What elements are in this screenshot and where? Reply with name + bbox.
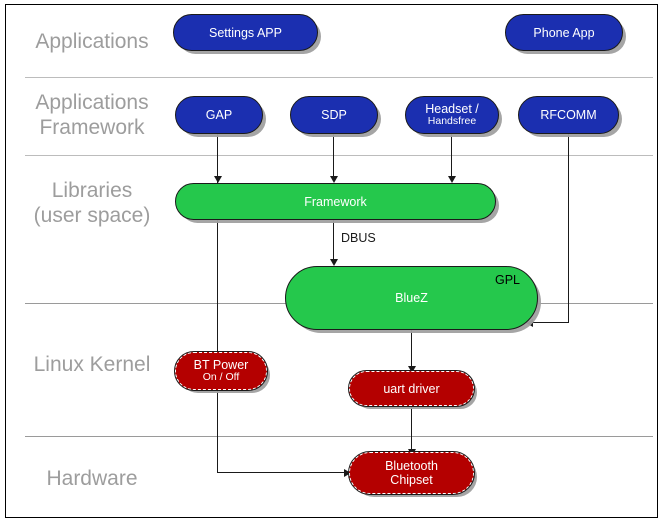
node-bluetooth-chipset-label-line2: Chipset (390, 473, 433, 487)
node-headset-handsfree[interactable]: Headset / Handsfree (405, 96, 499, 134)
layer-label-applications: Applications (35, 30, 149, 53)
node-gap[interactable]: GAP (175, 96, 263, 134)
node-rfcomm-label: RFCOMM (540, 108, 597, 122)
node-bt-power[interactable]: BT Power On / Off (174, 351, 268, 391)
edge-gap-framework-arrowhead (214, 176, 222, 183)
edge-rfcomm-bluez-arrowhead (526, 319, 533, 327)
node-bt-power-label-line1: BT Power (193, 358, 249, 373)
edge-gap-chipset-vertical (217, 134, 219, 473)
edge-uart-chipset-line (411, 406, 413, 451)
edge-framework-bluez-line (333, 219, 335, 260)
node-uart-driver-label: uart driver (383, 381, 440, 396)
node-bluetooth-chipset[interactable]: Bluetooth Chipset (348, 451, 475, 495)
node-sdp[interactable]: SDP (290, 96, 378, 134)
edge-rfcomm-bluez-vertical (568, 134, 570, 323)
edge-headset-framework-line (451, 134, 453, 177)
node-settings-app[interactable]: Settings APP (173, 14, 318, 51)
node-rfcomm[interactable]: RFCOMM (518, 96, 619, 134)
node-bluez-gpl-badge: GPL (494, 273, 520, 287)
edge-gap-chipset-horizontal (217, 472, 347, 474)
edge-gap-chipset-arrowhead (344, 469, 351, 477)
diagram-frame (5, 4, 658, 518)
node-gap-label: GAP (205, 108, 233, 122)
node-uart-driver[interactable]: uart driver (348, 370, 475, 407)
divider-linux-kernel (25, 436, 653, 437)
node-bluetooth-chipset-label-line1: Bluetooth (385, 459, 438, 473)
edge-gap-framework-line (217, 134, 219, 177)
node-bluez-label: BlueZ (395, 291, 428, 305)
node-phone-app-label: Phone App (533, 25, 595, 40)
edge-bluez-uart-arrowhead (408, 366, 416, 373)
node-framework-label: Framework (304, 194, 367, 209)
divider-applications (25, 77, 653, 78)
layer-label-hardware: Hardware (46, 467, 138, 490)
node-settings-app-label: Settings APP (209, 25, 282, 40)
node-bluez[interactable]: GPL BlueZ (285, 266, 538, 330)
node-framework[interactable]: Framework (175, 183, 496, 220)
layer-label-applications-framework: Applications Framework (35, 91, 149, 139)
node-headset-handsfree-label-line1: Headset / (425, 102, 479, 117)
edge-sdp-framework-arrowhead (330, 176, 338, 183)
layer-label-libraries: Libraries (user space) (33, 179, 151, 227)
divider-applications-framework (25, 155, 653, 156)
node-phone-app[interactable]: Phone App (505, 14, 623, 51)
node-sdp-label: SDP (321, 108, 347, 122)
edge-headset-framework-arrowhead (448, 176, 456, 183)
node-headset-handsfree-label-line2: Handsfree (427, 115, 477, 128)
edge-sdp-framework-line (333, 134, 335, 177)
edge-framework-bluez-arrowhead (330, 259, 338, 266)
layer-label-linux-kernel: Linux Kernel (33, 353, 151, 376)
node-bt-power-label-line2: On / Off (202, 371, 240, 384)
edge-rfcomm-bluez-horizontal (532, 322, 569, 324)
edge-bluez-uart-line (411, 329, 413, 368)
edge-label-dbus: DBUS (341, 231, 376, 245)
